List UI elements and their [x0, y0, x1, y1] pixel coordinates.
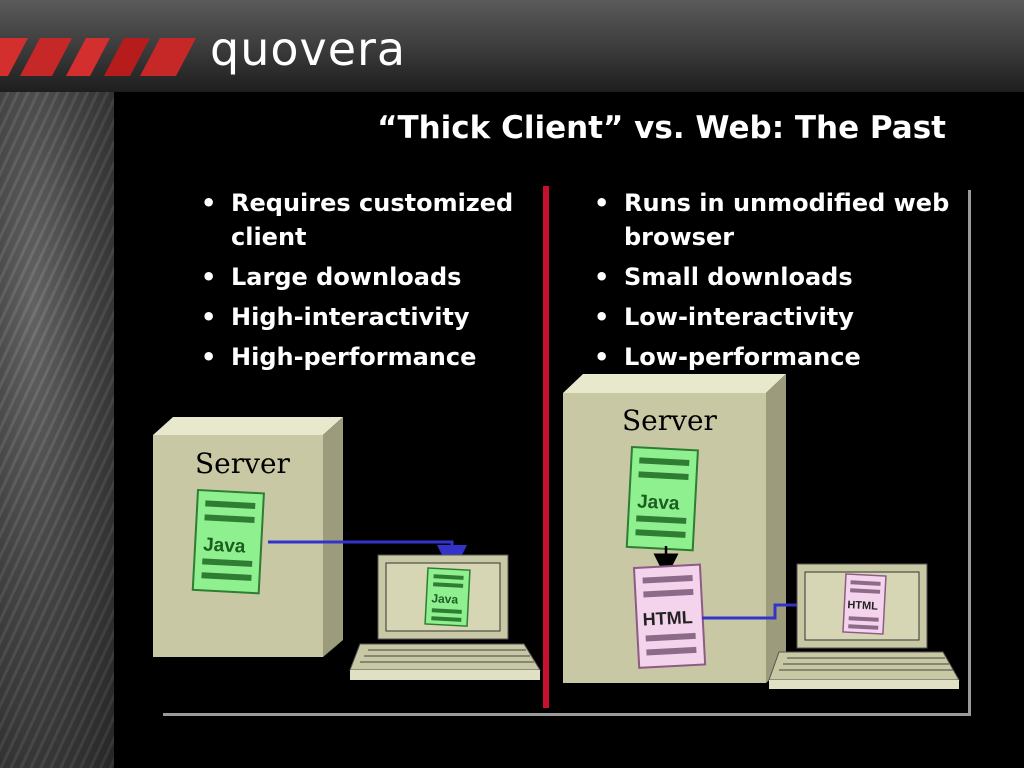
right-html-label: HTML	[642, 607, 693, 630]
slide-title: “Thick Client” vs. Web: The Past	[377, 110, 946, 146]
right-java-label: Java	[637, 491, 681, 514]
bullet-item: Low-interactivity	[588, 300, 958, 334]
bullet-item: Small downloads	[588, 260, 958, 294]
left-java-label: Java	[203, 534, 247, 557]
right-server-label: Server	[622, 404, 718, 437]
thick-client-bullet-list: Requires customized client Large downloa…	[195, 186, 535, 380]
left-client-java-label: Java	[431, 591, 459, 606]
column-divider	[543, 186, 549, 708]
right-client-html-icon: HTML	[842, 573, 887, 635]
frame-edge-bottom	[163, 713, 971, 716]
brand-logo: quovera	[210, 22, 407, 76]
textured-sidebar	[0, 0, 114, 768]
web-bullet-list: Runs in unmodified web browser Small dow…	[588, 186, 958, 380]
bullet-item: High-interactivity	[195, 300, 535, 334]
right-client-html-label: HTML	[847, 599, 878, 613]
bullet-item: Low-performance	[588, 340, 958, 374]
left-download-arrow	[268, 540, 467, 575]
frame-edge-right	[968, 190, 971, 716]
right-java-document-icon: Java	[625, 445, 699, 552]
bullet-item: Large downloads	[195, 260, 535, 294]
left-client-java-icon: Java	[424, 567, 471, 627]
bullet-item: Requires customized client	[195, 186, 535, 254]
left-java-document-icon: Java	[191, 488, 265, 595]
left-server-label: Server	[195, 447, 291, 480]
red-stripes-logo-mark	[0, 38, 196, 76]
bullet-item: Runs in unmodified web browser	[588, 186, 958, 254]
right-html-document-icon: HTML	[632, 563, 707, 669]
bullet-item: High-performance	[195, 340, 535, 374]
